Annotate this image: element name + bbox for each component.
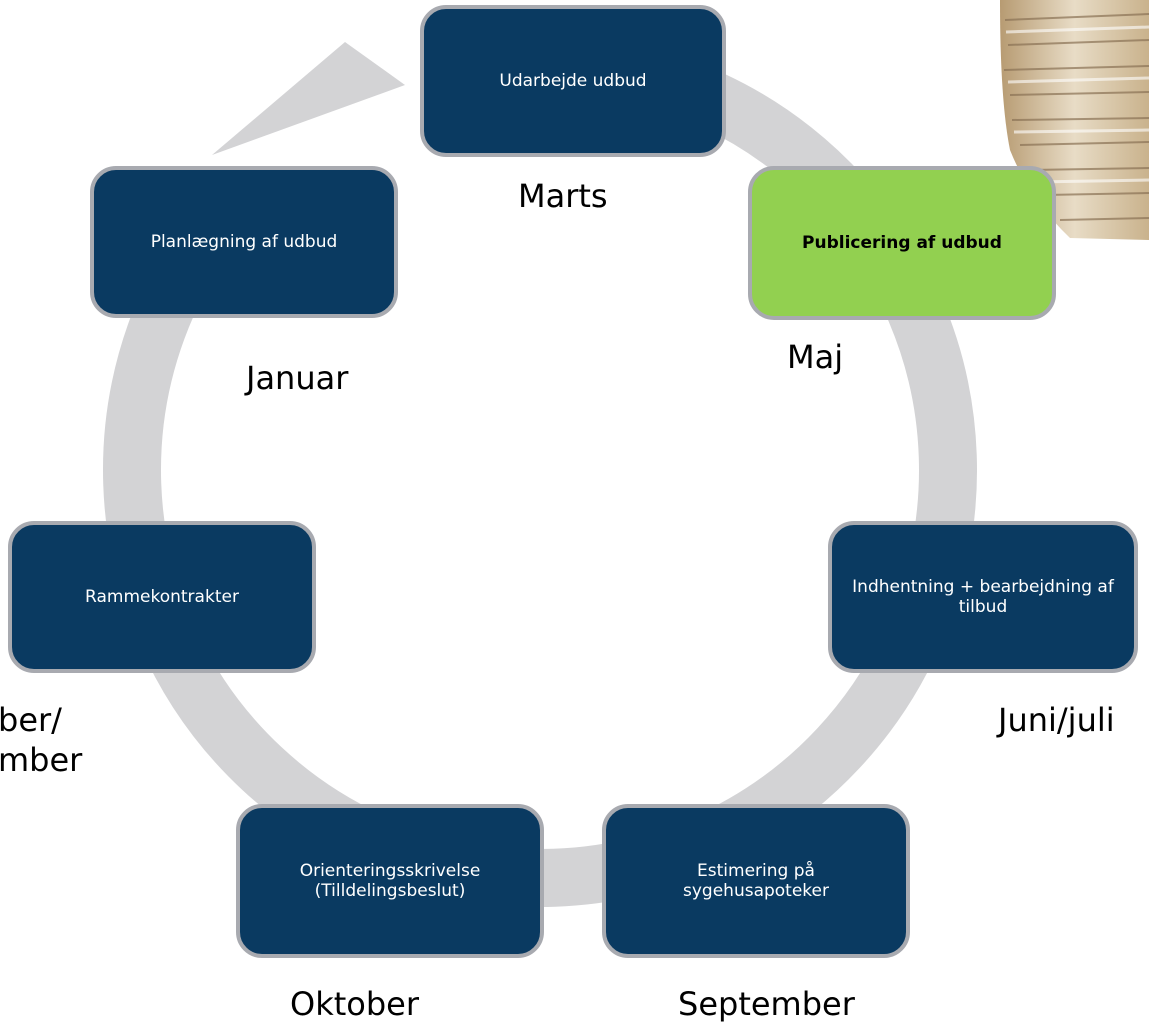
month-label-september: September	[678, 985, 855, 1023]
step-indhentning: Indhentning + bearbejdning af tilbud	[828, 521, 1138, 673]
month-label-marts: Marts	[518, 177, 608, 215]
step-publicering-af-udbud: Publicering af udbud	[748, 166, 1056, 320]
month-label-november-december: ber/ mber	[0, 701, 83, 779]
month-label-januar: Januar	[246, 359, 349, 397]
cycle-arrow-head	[212, 42, 405, 155]
step-label: Udarbejde udbud	[499, 70, 647, 91]
month-label-maj: Maj	[787, 338, 844, 376]
step-orienteringsskrivelse: Orienteringsskrivelse (Tilldelingsbeslut…	[236, 804, 544, 958]
step-label: Rammekontrakter	[85, 586, 239, 607]
step-label: Orienteringsskrivelse (Tilldelingsbeslut…	[299, 860, 481, 901]
step-udarbejde-udbud: Udarbejde udbud	[420, 5, 726, 157]
step-rammekontrakter: Rammekontrakter	[8, 521, 316, 673]
step-label: Estimering på sygehusapoteker	[683, 860, 829, 901]
step-label: Planlægning af udbud	[150, 231, 338, 252]
step-planlaegning-af-udbud: Planlægning af udbud	[90, 166, 398, 318]
step-label: Publicering af udbud	[802, 232, 1002, 253]
month-label-oktober: Oktober	[290, 985, 419, 1023]
month-label-juni-juli: Juni/juli	[998, 701, 1115, 739]
step-label: Indhentning + bearbejdning af tilbud	[852, 576, 1114, 617]
step-estimering: Estimering på sygehusapoteker	[602, 804, 910, 958]
